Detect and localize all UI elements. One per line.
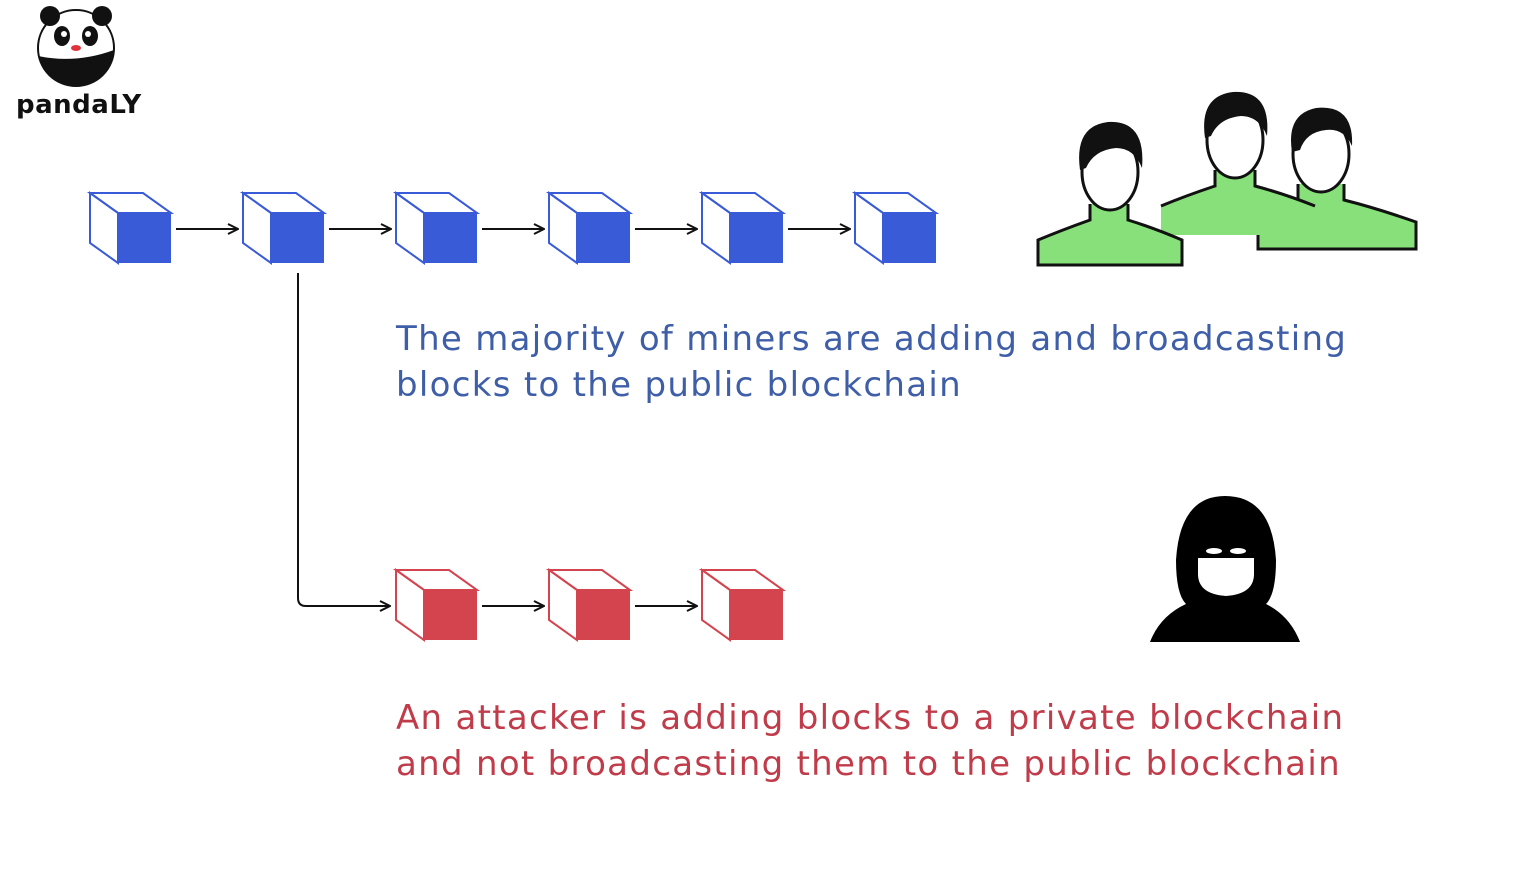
public-caption-line-1: The majority of miners are adding and br… (396, 319, 1348, 359)
fork-arrow (297, 273, 390, 606)
private-caption-line-1: An attacker is adding blocks to a privat… (396, 698, 1345, 738)
miners-group-icon (1036, 91, 1418, 267)
private-chain (392, 568, 787, 642)
panda-icon (37, 6, 115, 87)
chain-arrows (176, 229, 850, 606)
public-chain (86, 191, 940, 265)
private-block-3 (698, 568, 787, 642)
private-chain-caption: An attacker is adding blocks to a privat… (396, 695, 1344, 787)
logo-text: pandaLY (16, 90, 142, 120)
logo: pandaLY (6, 4, 146, 122)
public-chain-caption: The majority of miners are adding and br… (396, 316, 1347, 408)
private-block-1 (392, 568, 481, 642)
public-caption-line-2: blocks to the public blockchain (396, 365, 962, 405)
public-block-1 (86, 191, 175, 265)
private-block-2 (545, 568, 634, 642)
public-block-6 (851, 191, 940, 265)
public-block-4 (545, 191, 634, 265)
public-block-2 (239, 191, 328, 265)
public-block-5 (698, 191, 787, 265)
public-block-3 (392, 191, 481, 265)
hooded-attacker-icon (1150, 496, 1300, 642)
private-caption-line-2: and not broadcasting them to the public … (396, 744, 1341, 784)
